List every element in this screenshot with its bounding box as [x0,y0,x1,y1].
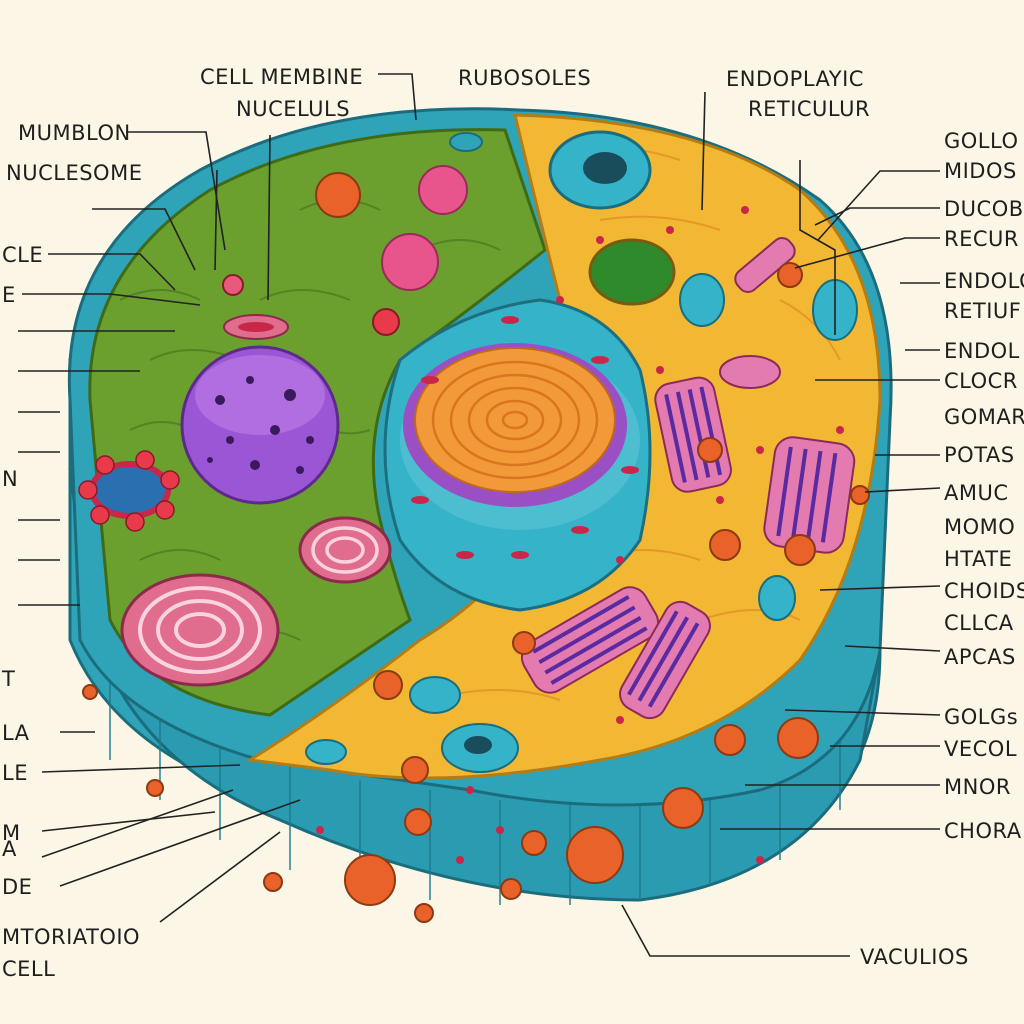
label-e: E [2,283,16,307]
label-vaculios: VACULIOS [860,945,969,969]
label-gollo: GOLLO C [944,129,1024,153]
label-htate: HTATE [944,547,1012,571]
label-gomar: GOMAR [944,405,1024,429]
yellow-side-organelles [305,130,858,773]
label-ducob: DUCOB [944,197,1024,221]
label-endol: ENDOL [944,339,1020,363]
label-midos: MIDOS [944,159,1017,183]
leader-lines [18,73,941,957]
label-mnor: MNOR [944,775,1011,799]
label-recur: RECUR [944,227,1019,251]
label-cell-membrane: CELL MEMBINE [200,65,363,89]
label-chora: CHORA [944,819,1022,843]
purple-sphere [180,345,340,505]
orange-vesicles [82,262,870,923]
label-choids: CHOIDS [944,579,1024,603]
label-cle: CLE [2,243,43,267]
ring-organelle [78,450,180,532]
spiral-organelle-large [120,573,280,687]
label-nuceluls: NUCELULS [236,97,350,121]
label-clocr: CLOCR [944,369,1018,393]
label-t: T [1,667,15,691]
label-le: LE [2,761,28,785]
label-nuclesome: NUCLESOME [6,161,142,185]
green-side-organelles [222,132,483,340]
label-endoplayic: ENDOPLAYIC [726,67,864,91]
label-amuc: AMUC [944,481,1009,505]
label-mumblon: MUMBLON [18,121,131,145]
labels: CELL MEMBINE NUCELULS RUBOSOLES ENDOPLAY… [1,65,1024,981]
label-potas: POTAS [944,443,1015,467]
label-cell: CELL [2,957,55,981]
label-vecol: VECOL [944,737,1017,761]
label-de: DE [2,875,32,899]
nucleus [383,298,652,612]
label-rubosoles: RUBOSOLES [458,66,591,90]
label-m: M [2,821,21,845]
label-momo: MOMO [944,515,1015,539]
label-retiuf: RETIUF [944,299,1021,323]
label-reticulur: RETICULUR [748,97,870,121]
label-endolo: ENDOLO [944,269,1024,293]
label-clca: CLLCA [944,611,1014,635]
label-golg: GOLGs [944,705,1018,729]
label-apcas: APCAS [944,645,1016,669]
red-dots [316,206,844,864]
spiral-organelle-small [298,516,392,584]
label-n: N [2,467,18,491]
label-mtoriatoio: MTORIATOIO [2,925,140,949]
label-la: LA [2,721,30,745]
label-a: A [2,837,17,861]
